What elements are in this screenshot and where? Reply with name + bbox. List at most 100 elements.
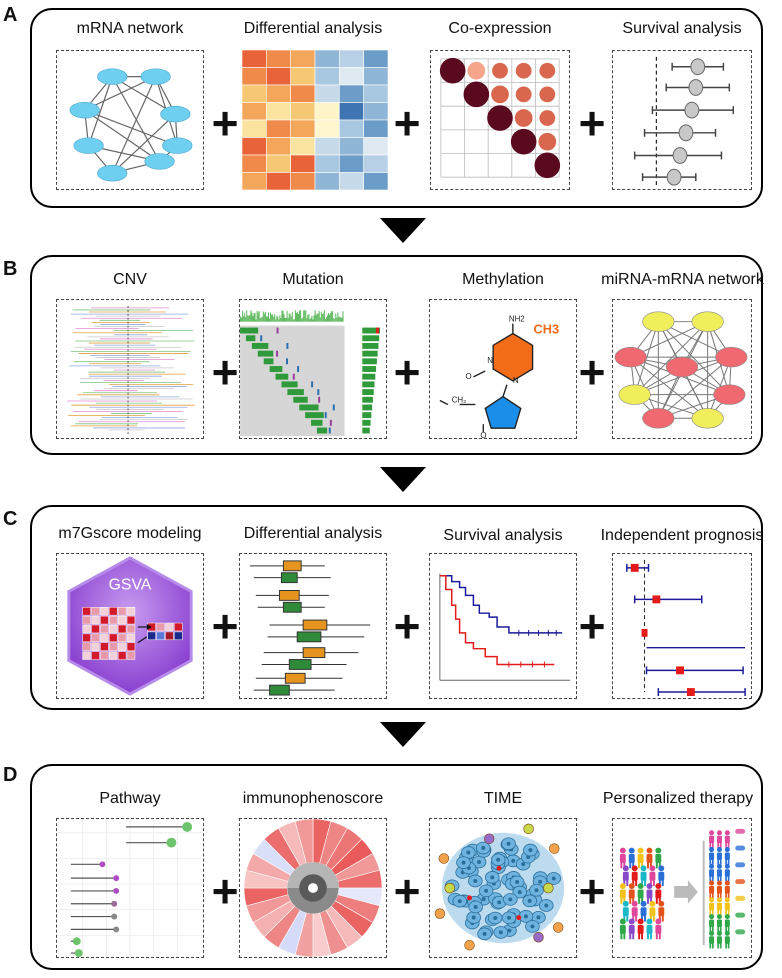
heatmap-cell [242, 102, 267, 121]
heatmap-cell [290, 172, 316, 190]
title-mrna-network: mRNA network [76, 20, 184, 37]
heatmap-cell [339, 67, 364, 86]
plus-icon: + [393, 97, 421, 149]
title-personalized-therapy: Personalized therapy [602, 790, 754, 807]
coexp-circle [463, 81, 490, 108]
heatmap-cell [266, 50, 291, 68]
fig-heatmap [242, 50, 388, 190]
heatmap-cell [266, 67, 291, 86]
coexp-circle [492, 62, 508, 79]
svg-text:O: O [466, 372, 472, 381]
heatmap-cell [290, 84, 316, 103]
title-m7gscore-modeling: m7Gscore modeling [58, 525, 202, 542]
plus-icon: + [393, 346, 421, 398]
heatmap-cell [290, 154, 316, 173]
heatmap-cell [242, 67, 267, 86]
heatmap-cell [266, 154, 291, 173]
heatmap-cell [363, 67, 388, 86]
panel-a: mRNA network + Differential analysis + C… [30, 8, 763, 208]
coexp-circle [491, 85, 509, 104]
title-survival-analysis-c: Survival analysis [443, 527, 563, 544]
heatmap-cell [242, 84, 267, 103]
heatmap-cell [363, 84, 388, 103]
coexp-circle [515, 62, 532, 79]
coexp-circle [439, 57, 466, 84]
panel-letter-d: D [3, 764, 18, 786]
heatmap-cell [266, 102, 291, 121]
coexp-circle [510, 128, 537, 155]
svg-text:N: N [487, 356, 493, 365]
panel-letter-b: B [3, 258, 18, 280]
heatmap-cell [242, 154, 267, 173]
coexp-circle [514, 109, 533, 127]
fig-mirna-network [612, 299, 752, 439]
coexp-circle [487, 105, 513, 131]
down-arrow-icon [380, 722, 426, 747]
fig-co-expression [430, 50, 570, 190]
coexp-circle [539, 110, 556, 126]
down-arrow-icon [380, 218, 426, 243]
heatmap-cell [266, 172, 291, 190]
title-co-expression: Co-expression [448, 20, 552, 37]
heatmap-cell [363, 50, 388, 68]
heatmap-cell [363, 102, 388, 121]
heatmap-cell [290, 102, 316, 121]
plus-icon: + [393, 600, 421, 652]
fig-boxplot [239, 553, 387, 699]
fig-pathway-lollipop [56, 818, 204, 958]
svg-text:O: O [480, 431, 486, 438]
heatmap-cell [314, 84, 340, 103]
title-cnv: CNV [113, 271, 147, 288]
plus-icon: + [211, 346, 239, 398]
heatmap-cell [314, 172, 340, 190]
heatmap-cell [266, 119, 291, 138]
fig-gsva: GSVA [56, 553, 204, 699]
heatmap-cell [290, 67, 316, 86]
ch3-label: CH3 [534, 322, 560, 337]
coexp-circle [539, 86, 556, 103]
title-mutation: Mutation [282, 271, 344, 288]
title-pathway: Pathway [99, 790, 161, 807]
plus-icon: + [211, 865, 239, 917]
heatmap-cell [363, 119, 388, 138]
coexp-circle [515, 86, 532, 103]
heatmap-cell [266, 137, 291, 156]
heatmap-cell [339, 84, 364, 103]
heatmap-cell [290, 50, 316, 68]
title-mirna-mrna-network: miRNA-mRNA network [601, 271, 764, 288]
plus-icon: + [211, 97, 239, 149]
heatmap-cell [314, 102, 340, 121]
fig-methylation: NH2 CH3 N N O CH₂ O [429, 299, 577, 439]
coexp-circle [539, 62, 556, 79]
heatmap-cell [363, 154, 388, 173]
coexp-circle [534, 152, 561, 179]
plus-icon: + [578, 346, 606, 398]
heatmap-cell [290, 137, 316, 156]
heatmap-cell [314, 67, 340, 86]
fig-time-microenvironment [429, 818, 577, 958]
heatmap-cell [339, 137, 364, 156]
heatmap-cell [242, 50, 267, 68]
heatmap-cell [339, 154, 364, 173]
panel-letter-c: C [3, 508, 18, 530]
plus-icon: + [211, 600, 239, 652]
fig-survival-forest [612, 50, 752, 190]
heatmap-cell [314, 154, 340, 173]
fig-immunophenoscore [239, 818, 387, 958]
plus-icon: + [578, 600, 606, 652]
coexp-circle [467, 61, 486, 80]
title-time: TIME [483, 790, 523, 807]
heatmap-cell [242, 172, 267, 190]
heatmap-cell [339, 50, 364, 68]
fig-mrna-network [56, 50, 204, 190]
plus-icon: + [393, 865, 421, 917]
title-methylation: Methylation [462, 271, 544, 288]
title-immunophenoscore: immunophenoscore [242, 790, 384, 807]
heatmap-cell [290, 119, 316, 138]
panel-letter-a: A [3, 4, 18, 26]
panel-c: m7Gscore modeling GSVA + Differential an… [30, 505, 763, 710]
title-survival-analysis: Survival analysis [622, 20, 742, 37]
fig-personalized-therapy [612, 818, 752, 958]
fig-cnv [56, 299, 204, 439]
heatmap-cell [242, 137, 267, 156]
